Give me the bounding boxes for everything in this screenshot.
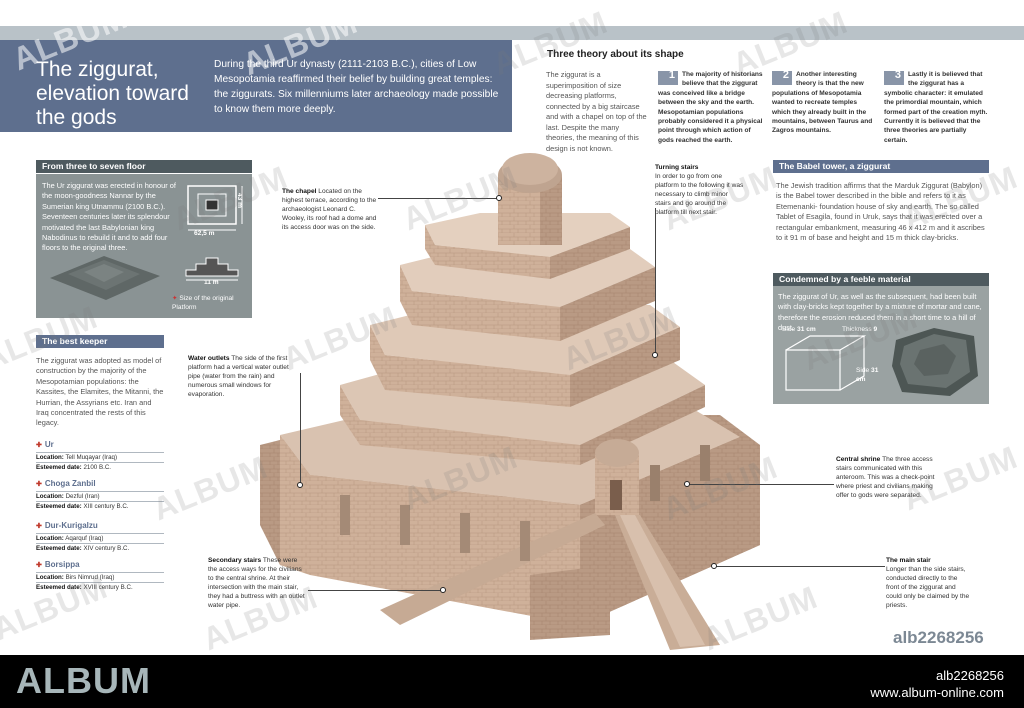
top-bar: [0, 26, 1024, 40]
footer-bar: [0, 655, 1024, 708]
dim-depth: 43 m: [236, 192, 244, 209]
material-text: The ziggurat of Ur, as well as the subse…: [778, 292, 982, 333]
site-name: ✚Choga Zanbil: [36, 479, 96, 488]
theory-text: Another interesting theory is that the n…: [772, 71, 873, 135]
central-shrine-label: Central shrine The three access stairs c…: [836, 456, 935, 499]
dim-height: 11 m: [204, 279, 219, 286]
site-name: ✚Ur: [36, 440, 54, 449]
site-borsippa: ✚Borsippa Location: Birs Nimrud (Iraq) E…: [36, 560, 164, 592]
material-heading: Condemned by a feeble material: [773, 273, 989, 286]
brick-side2-label: Side 31 cm: [856, 367, 879, 383]
floors-heading: From three to seven floor: [36, 160, 252, 173]
theories-intro: The ziggurat is a superimposition of siz…: [546, 70, 647, 153]
platform-caption: ✦ Size of the original Platform: [172, 295, 234, 311]
keeper-heading: The best keeper: [36, 335, 164, 348]
brick-side-label: Side 31 cm: [782, 326, 816, 333]
platform-diagram: [185, 185, 243, 281]
water-outlets-label: Water outlets The side of the first plat…: [188, 355, 289, 398]
theory-1: 1 The majority of historians believe tha…: [658, 70, 764, 145]
theory-number: 3: [884, 70, 904, 85]
babel-heading: The Babel tower, a ziggurat: [773, 160, 989, 173]
theory-text: The majority of historians believe that …: [658, 71, 763, 144]
site-choga-zanbil: ✚Choga Zanbil Location: Dezful (Iran) Es…: [36, 479, 164, 511]
theories-heading: Three theory about its shape: [547, 49, 684, 60]
site-name: ✚Borsippa: [36, 560, 80, 569]
theory-number: 1: [658, 70, 678, 85]
album-logo: ALBUM: [16, 660, 151, 701]
site-dur-kurigalzu: ✚Dur-Kurigalzu Location: Aqarquf (Iraq) …: [36, 521, 164, 553]
brick-diagram: [785, 335, 867, 391]
brick-thickness-label: Thickness 9: [842, 326, 878, 333]
image-id: alb2268256: [893, 628, 984, 647]
dim-width: 62,5 m: [194, 230, 215, 237]
brick-photo: [892, 328, 978, 396]
site-ur: ✚Ur Location: Tell Muqayar (Iraq) Esteem…: [36, 440, 164, 472]
floors-panel: [36, 174, 252, 318]
theory-2: 2 Another interesting theory is that the…: [772, 70, 874, 136]
babel-text: The Jewish tradition affirms that the Ma…: [776, 181, 985, 243]
floors-text: The Ur ziggurat was erected in honour of…: [42, 181, 176, 253]
theory-text: Lastly it is believed that the ziggurat …: [884, 71, 988, 144]
footer-image-id: alb2268256: [936, 668, 1004, 683]
site-name: ✚Dur-Kurigalzu: [36, 521, 98, 530]
keeper-text: The ziggurat was adopted as model of con…: [36, 356, 164, 428]
secondary-stairs-label: Secondary stairs These were the access w…: [208, 557, 305, 609]
theory-3: 3 Lastly it is believed that the ziggura…: [884, 70, 990, 145]
chapel-label: The chapel Located on the highest terrac…: [282, 188, 377, 231]
page-title: The ziggurat, elevation toward the gods: [36, 58, 189, 129]
intro-text: During the third Ur dynasty (2111-2103 B…: [214, 59, 499, 115]
footer-url-link[interactable]: www.album-online.com: [870, 685, 1004, 700]
title-banner: [0, 40, 512, 132]
theory-number: 2: [772, 70, 792, 85]
ziggurat-ruins-illustration: [50, 256, 160, 300]
